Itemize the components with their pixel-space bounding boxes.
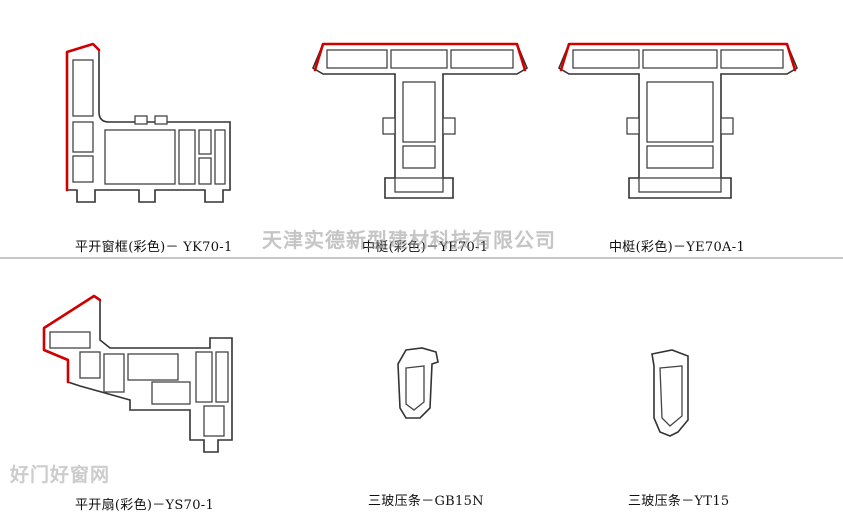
profile-caption: 三玻压条－GB15N bbox=[368, 494, 484, 509]
profile-ys70-1-drawing bbox=[42, 294, 233, 453]
profile-caption: 中梃(彩色)－YE70-1 bbox=[362, 240, 489, 255]
profile-caption: 平开窗框(彩色)－ YK70-1 bbox=[75, 240, 233, 255]
profile-yt15-drawing bbox=[651, 349, 689, 437]
profile-ye70a-1-drawing bbox=[557, 42, 799, 199]
profile-caption: 中梃(彩色)－YE70A-1 bbox=[609, 240, 746, 255]
profile-caption: 三玻压条－YT15 bbox=[628, 494, 730, 509]
row-divider bbox=[0, 257, 843, 259]
company-watermark: 天津实德新型建材科技有限公司 bbox=[262, 228, 556, 252]
profile-gb15n-drawing bbox=[397, 347, 439, 419]
profile-yk70-1-drawing bbox=[65, 42, 231, 203]
profile-caption: 平开扇(彩色)－YS70-1 bbox=[75, 498, 215, 513]
profile-ye70-1-drawing bbox=[311, 42, 529, 199]
site-watermark: 好门好窗网 bbox=[10, 464, 111, 486]
